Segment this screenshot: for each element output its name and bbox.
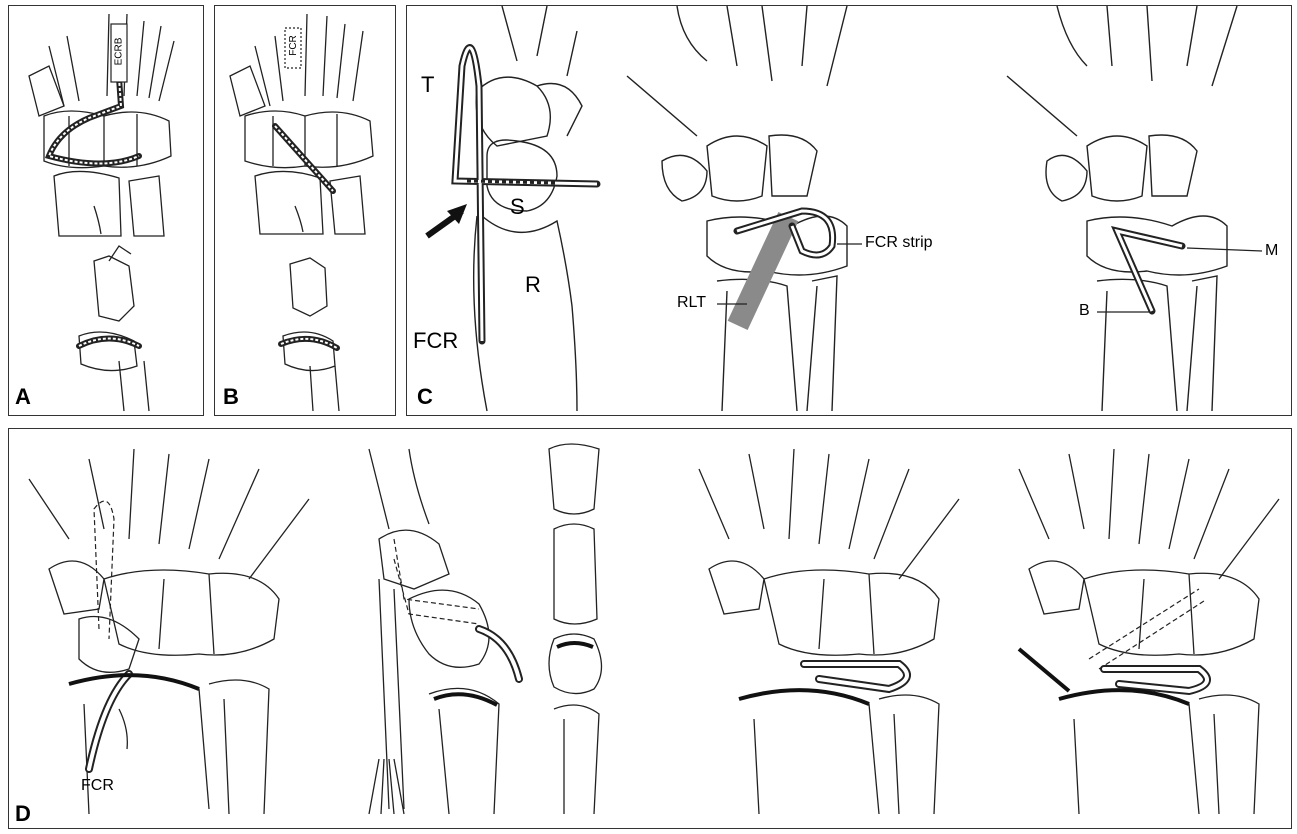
label-m: M <box>1265 242 1278 260</box>
label-r: R <box>525 272 541 298</box>
label-s: S <box>510 194 525 220</box>
panel-a-label: A <box>15 384 31 410</box>
ecrb-label: ECRB <box>113 38 124 66</box>
panel-c-label: C <box>417 384 433 410</box>
panel-c: T S R FCR FCR strip RLT M B C <box>406 5 1292 416</box>
panel-a: ECRB A <box>8 5 204 416</box>
panel-b: FCR B <box>214 5 396 416</box>
panel-b-illustration <box>215 6 396 416</box>
d-fcr-label: FCR <box>81 777 114 795</box>
panel-c-illustration <box>407 6 1292 416</box>
label-fcr: FCR <box>413 328 458 354</box>
panel-a-illustration <box>9 6 204 416</box>
panel-b-label: B <box>223 384 239 410</box>
fcr-tendon-label: FCR <box>288 35 299 56</box>
label-t: T <box>421 72 434 98</box>
label-b: B <box>1079 302 1090 320</box>
panel-d: FCR D <box>8 428 1292 829</box>
label-fcr-strip: FCR strip <box>865 234 933 252</box>
label-rlt: RLT <box>677 294 706 312</box>
panel-d-illustration <box>9 429 1292 829</box>
panel-d-label: D <box>15 801 31 827</box>
